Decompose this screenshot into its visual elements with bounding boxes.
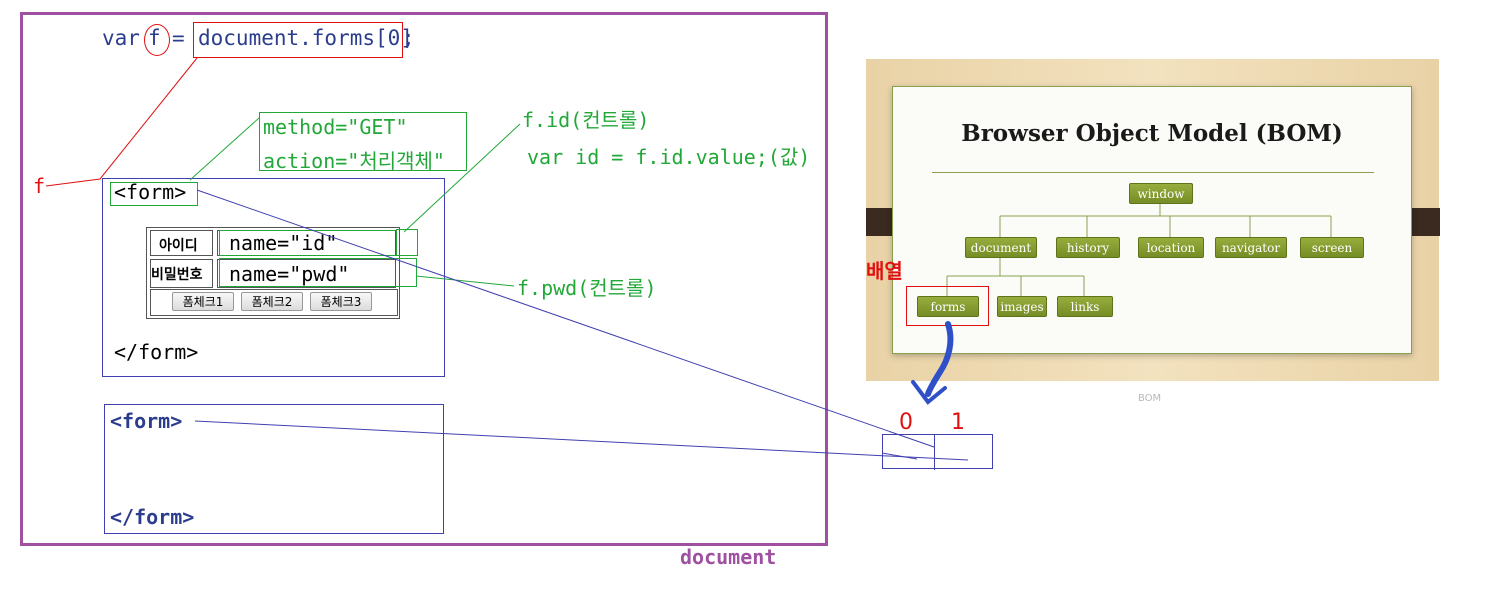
- action-attribute: action="처리객체": [263, 149, 445, 173]
- bom-node-window: window: [1129, 183, 1193, 204]
- id-input-highlight-tail: [396, 229, 418, 256]
- form2-close-tag: </form>: [110, 505, 195, 529]
- bom-caption: BOM: [1138, 393, 1162, 402]
- bom-title: Browser Object Model (BOM): [961, 120, 1343, 147]
- code-var-keyword: var: [102, 26, 140, 50]
- id-label: 아이디: [159, 238, 198, 254]
- form1-open-tag: <form>: [114, 180, 187, 204]
- bom-title-rule: [932, 172, 1374, 173]
- code-semicolon: ;: [402, 26, 415, 50]
- form1-close-tag: </form>: [114, 340, 199, 364]
- bom-node-screen: screen: [1300, 237, 1364, 258]
- f-pwd-control-label: f.pwd(컨트롤): [517, 276, 657, 300]
- f-highlight-circle: [144, 24, 170, 56]
- f-id-value-code: var id = f.id.value;(값): [527, 145, 811, 169]
- bom-node-navigator: navigator: [1215, 237, 1287, 258]
- bom-node-images: images: [997, 296, 1047, 317]
- blue-arrowhead: [911, 380, 947, 405]
- f-reference-label: f: [33, 174, 46, 198]
- array-label: 배열: [866, 259, 903, 283]
- code-document-forms: document.forms[0]: [198, 26, 413, 50]
- form-check-1-button[interactable]: 폼체크1: [172, 292, 234, 311]
- code-assign: =: [172, 26, 185, 50]
- array-index-1: 1: [951, 410, 965, 435]
- bom-node-links: links: [1057, 296, 1113, 317]
- document-label: document: [680, 545, 777, 569]
- id-input-highlight: [219, 230, 397, 256]
- document-forms-highlight-box: [193, 22, 403, 58]
- code-line: var f = document.forms[0] ;: [102, 26, 415, 170]
- forms-highlight-box: [906, 286, 989, 326]
- pwd-input-highlight: [219, 258, 417, 287]
- form-attributes-box: method="GET" action="처리객체": [259, 112, 467, 173]
- forms-array-box: [882, 434, 993, 469]
- forms-array-divider: [934, 434, 935, 470]
- bom-node-document: document: [965, 237, 1037, 258]
- form2-open-tag: <form>: [110, 409, 183, 433]
- password-label: 비밀번호: [151, 267, 203, 283]
- bom-node-history: history: [1056, 237, 1120, 258]
- array-index-0: 0: [899, 410, 913, 435]
- method-attribute: method="GET": [263, 115, 408, 139]
- f-id-control-label: f.id(컨트롤): [522, 108, 650, 132]
- form-check-2-button[interactable]: 폼체크2: [241, 292, 303, 311]
- bom-node-location: location: [1138, 237, 1204, 258]
- form-check-3-button[interactable]: 폼체크3: [310, 292, 372, 311]
